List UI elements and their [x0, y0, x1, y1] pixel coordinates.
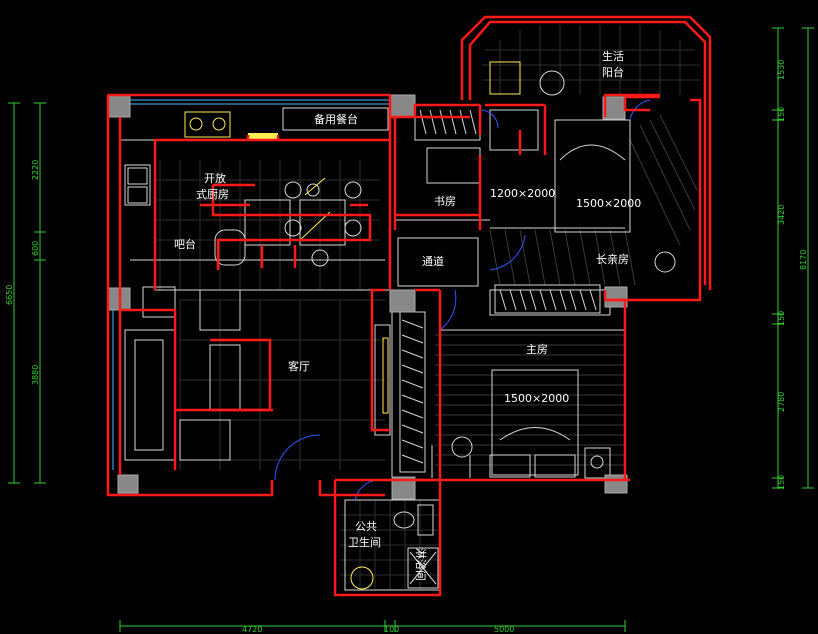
dim-right-3: 3420: [777, 205, 786, 225]
dimension-texts: 2220 600 3880 6650 1530 150 3420 150 278…: [5, 60, 808, 634]
label-master-room: 主房: [526, 343, 548, 356]
dim-right-4: 150: [777, 311, 786, 326]
label-study: 书房: [434, 195, 456, 208]
label-dining-reserve: 备用餐台: [314, 112, 358, 126]
dim-right-1: 1530: [777, 60, 786, 80]
label-kitchen-line1: 开放: [204, 171, 226, 185]
dining-furniture: [214, 177, 362, 267]
label-parent-bed-size: 1500×2000: [576, 197, 641, 210]
windows: [112, 99, 390, 470]
dim-left-1: 2220: [31, 160, 40, 180]
dim-right-2: 150: [777, 107, 786, 122]
label-study-bed-size: 1200×2000: [490, 187, 555, 200]
label-wc-line2: 卫生间: [348, 535, 381, 549]
label-wc-line1: 公共: [355, 520, 377, 533]
label-kitchen-line2: 式厨房: [196, 188, 229, 201]
dim-bottom-1: 4720: [242, 625, 262, 634]
kitchen-fixtures: [124, 111, 278, 206]
label-bar: 吧台: [174, 237, 196, 251]
label-shower: 淋浴间: [414, 548, 427, 581]
living-furniture: [124, 286, 391, 461]
walls: [106, 15, 712, 597]
bathroom-fixtures: [350, 61, 676, 590]
dim-left-2: 600: [31, 241, 40, 256]
label-master-bed-size: 1500×2000: [504, 392, 569, 405]
beds: [426, 109, 631, 478]
dim-bottom-2: 100: [384, 625, 399, 634]
dim-bottom-3: 5000: [494, 625, 514, 634]
label-passage: 通道: [422, 254, 444, 268]
dim-right-6: 150: [777, 475, 786, 490]
label-balcony-line1: 生活: [602, 49, 624, 63]
dimension-lines: [8, 27, 814, 632]
wood-floor-hatch: [435, 114, 698, 466]
label-parent-room: 长亲房: [596, 252, 629, 266]
wardrobes: [399, 104, 601, 473]
label-balcony-line2: 阳台: [602, 65, 624, 79]
dim-left-3: 3880: [31, 365, 40, 385]
label-living-room: 客厅: [288, 359, 310, 373]
dim-right-5: 2780: [777, 392, 786, 412]
dim-left-total: 6650: [5, 285, 14, 305]
dim-right-total: 8170: [799, 250, 808, 270]
room-labels: 生活 阳台 备用餐台 开放 式厨房 吧台 书房 1200×2000 1500×2…: [174, 49, 641, 581]
